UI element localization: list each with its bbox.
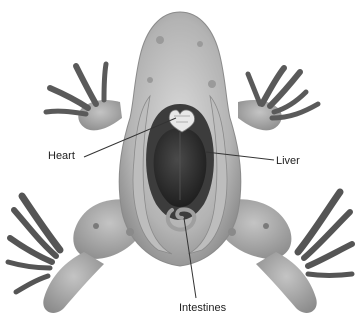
right-front-leg: [238, 68, 318, 130]
intestines-label: Intestines: [179, 302, 226, 314]
heart-label: Heart: [48, 150, 75, 162]
liver-label: Liver: [276, 155, 300, 167]
left-front-leg: [46, 64, 122, 130]
